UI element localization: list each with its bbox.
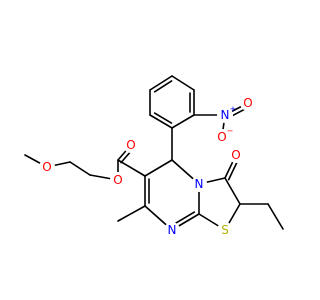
atom-oxygen-ester: O xyxy=(110,172,126,188)
atom-label-o-ester: O xyxy=(113,173,122,187)
atom-label-layer: S N N N + O − O O O xyxy=(39,95,256,238)
atom-oxygen-nitro-a: O − xyxy=(214,127,234,145)
bond-C2-C3 xyxy=(224,177,241,205)
atom-oxygen-ether: O xyxy=(39,159,55,175)
bond-A3-A4 xyxy=(149,75,173,91)
bond-A4-A5 xyxy=(171,75,195,91)
bond-C6-Cc xyxy=(117,159,146,177)
bond-C5-C6 xyxy=(144,159,173,177)
atom-oxygen-nitro-b: O xyxy=(240,95,256,111)
bond-N8-C8a-double xyxy=(171,211,196,226)
atom-nitrogen-nitro: N + xyxy=(217,105,237,123)
atom-label-o-ester-carbonyl: O xyxy=(126,138,135,152)
bond-C7-Me7 xyxy=(117,205,146,222)
molecule-structure: S N N N + O − O O O xyxy=(24,75,284,238)
atom-label-o-nitro-a: O xyxy=(217,130,226,144)
atom-oxygen-ketone: O xyxy=(228,147,244,163)
atom-label-o-ether: O xyxy=(42,160,51,174)
atom-label-o-ketone: O xyxy=(231,148,240,162)
atom-nitrogen-ring: N xyxy=(191,176,207,192)
bond-A3-A4-double xyxy=(153,80,173,93)
atom-sulfur-ring: S xyxy=(217,222,233,238)
charge-plus: + xyxy=(230,105,237,114)
atom-label-n-imine: N xyxy=(168,223,177,237)
atom-nitrogen-imine: N xyxy=(164,222,180,238)
bond-A6-A1 xyxy=(171,114,195,129)
atom-label-o-nitro-b: O xyxy=(243,96,252,110)
bond-A1-A2 xyxy=(149,114,173,129)
charge-minus: − xyxy=(227,127,234,136)
bond-Et1-Et2 xyxy=(267,203,284,230)
bond-A1-A2-double xyxy=(153,112,173,124)
atom-label-n-nitro: N xyxy=(221,108,230,122)
atom-oxygen-ester-carbonyl: O xyxy=(123,137,139,153)
atom-label-s: S xyxy=(221,223,229,237)
bond-Ch1-Ch2 xyxy=(69,161,91,176)
atom-label-n-ring: N xyxy=(195,177,204,191)
